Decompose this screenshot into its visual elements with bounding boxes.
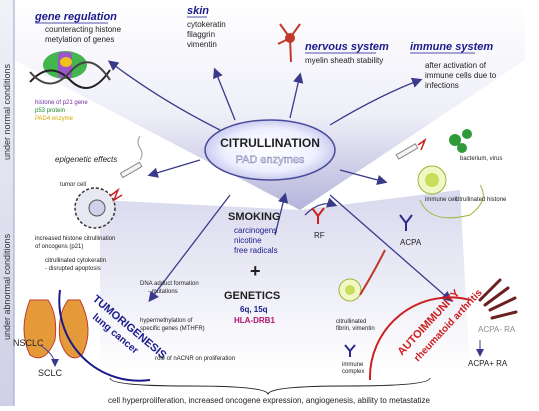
lungs-icon [23,299,89,359]
fibrin-label-2: fibrin, vimentin [336,326,375,332]
sclc-label: SCLC [38,368,63,378]
cit-histone-label: citrullinated histone [455,197,507,203]
side-band [0,0,14,406]
immune-system-desc-2: immune cells due to [425,71,497,80]
dna-adduct-1: DNA adduct formation [140,281,199,287]
center-title: CITRULLINATION [220,136,320,150]
acpa-label: ACPA [400,238,422,247]
rf-label: RF [314,231,325,240]
cytokeratin-cit-1: citrullinated cytokeratin [45,258,106,264]
gene-regulation-title: gene regulation [34,11,117,23]
immune-cell-icon [417,165,484,219]
footer-brace [109,377,431,396]
cigarette-icon [119,135,143,179]
nervous-system-desc: myelin sheath stability [305,56,383,65]
hand-xray-icon [478,278,518,320]
bacterium-icon [449,129,472,153]
skin-title: skin [187,5,209,17]
acpa-pos-label: ACPA+ RA [468,359,508,368]
fibrin-label-1: citrullinated [336,319,366,325]
radial-arrows [107,60,452,303]
legend-p53: p53 protein [35,108,65,114]
histone-cit-1: increased histone citrullination [35,236,115,242]
legend-histone: histone of p21 gene [35,100,88,106]
citrullination-hub [204,119,336,181]
immune-system-desc-3: infections [425,81,459,90]
bacterium-label: bacterium, virus [460,156,502,162]
immune-complex-icon [344,344,356,357]
upper-shaded-region [14,0,525,210]
genetics-hla: HLA-DRB1 [234,316,275,325]
hypermethylation-2: specific genes (MTHFR) [140,326,205,332]
hypermethylation-1: hypermethylation of [140,318,193,324]
autoimmunity-arc [368,296,471,381]
fibrin-icon [338,249,386,302]
epigenetic-label: epigenetic effects [55,155,117,164]
footer-text: cell hyperproliferation, increased oncog… [108,396,431,405]
cigarette-icon-right [395,137,427,160]
center-subtitle: PAD enzymes [236,154,305,166]
nacnr-label: role of nACNR on proliferation [155,356,235,362]
smoking-item-2: nicotine [234,236,262,245]
skin-item-2: filaggrin [187,30,215,39]
immune-complex-1: immune [342,362,364,368]
acpa-neg-label: ACPA- RA [478,325,516,334]
immune-system-desc-1: after activation of [425,61,487,70]
skin-item-1: cytokeratin [187,20,226,29]
side-label-normal: under normal conditions [2,63,12,160]
nervous-system-title: nervous system [305,41,389,53]
genetics-title: GENETICS [224,290,280,302]
tumor-cell-label: tumor cell [60,182,86,188]
side-label-abnormal: under abnormal conditions [2,233,12,340]
neuron-icon [277,23,301,63]
immune-system-title: immune system [410,41,493,53]
histone-cit-2: of oncogens (p21) [35,244,83,250]
smoking-title: SMOKING [228,211,281,223]
cytokeratin-cit-2: - disrupted apoptosis [45,266,101,272]
tumor-cell-icon [74,187,123,229]
dna-helix-icon [29,51,111,89]
antibody-icon [311,207,413,231]
skin-item-3: vimentin [187,40,217,49]
gene-regulation-desc-1: counteracting histone [45,25,122,34]
genetics-loci: 6q, 15q [240,305,268,314]
immune-cell-label: immune cell [425,197,457,203]
legend-pad4: PAD4 enzyme [35,116,74,122]
smoking-item-1: carcinogens [234,226,277,235]
dna-adduct-2: - mutations [148,289,178,295]
gene-regulation-desc-2: metylation of genes [45,35,114,44]
smoking-item-3: free radicals [234,246,278,255]
tumorigenesis-arc [58,289,151,382]
nsclc-label: NSCLC [13,338,44,348]
immune-complex-2: complex [342,369,364,375]
plus-sign: + [250,261,261,281]
lower-shaded-region [100,190,470,370]
